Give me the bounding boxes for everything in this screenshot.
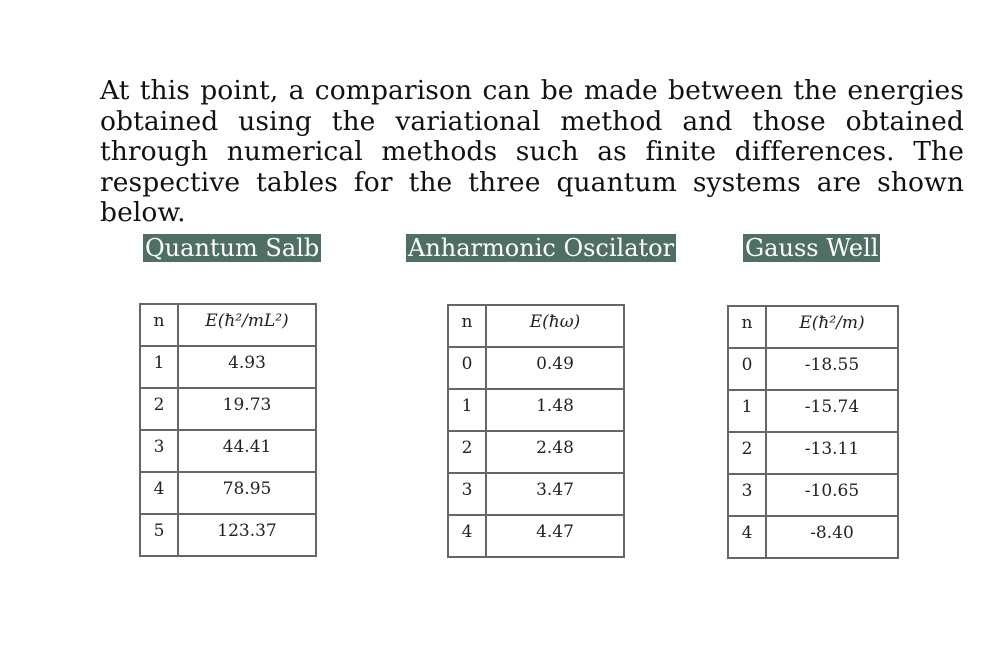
cell-energy: -13.11 bbox=[765, 431, 899, 475]
table-header-row: n E(ħω) bbox=[447, 304, 625, 348]
anharmonic-oscillator-title: Anharmonic Oscilator bbox=[406, 234, 677, 262]
table-row: 2 -13.11 bbox=[727, 431, 899, 475]
header-energy: E(ħ²/mL²) bbox=[177, 303, 317, 347]
cell-n: 2 bbox=[139, 387, 179, 431]
cell-energy: 0.49 bbox=[485, 346, 625, 390]
table-row: 1 4.93 bbox=[139, 345, 317, 389]
cell-n: 1 bbox=[139, 345, 179, 389]
header-energy: E(ħ²/m) bbox=[765, 305, 899, 349]
table-row: 5 123.37 bbox=[139, 513, 317, 557]
cell-energy: 19.73 bbox=[177, 387, 317, 431]
table-row: 2 19.73 bbox=[139, 387, 317, 431]
cell-n: 1 bbox=[727, 389, 767, 433]
cell-n: 5 bbox=[139, 513, 179, 557]
cell-energy: 4.47 bbox=[485, 514, 625, 558]
table-row: 0 -18.55 bbox=[727, 347, 899, 391]
cell-n: 2 bbox=[447, 430, 487, 474]
intro-paragraph: At this point, a comparison can be made … bbox=[100, 75, 964, 228]
gauss-well-table: n E(ħ²/m) 0 -18.55 1 -15.74 2 -13.11 3 -… bbox=[727, 305, 899, 559]
table-row: 3 -10.65 bbox=[727, 473, 899, 517]
cell-energy: -15.74 bbox=[765, 389, 899, 433]
gauss-well-title: Gauss Well bbox=[743, 234, 881, 262]
cell-energy: -10.65 bbox=[765, 473, 899, 517]
header-energy: E(ħω) bbox=[485, 304, 625, 348]
cell-n: 4 bbox=[447, 514, 487, 558]
cell-energy: 3.47 bbox=[485, 472, 625, 516]
table-row: 1 1.48 bbox=[447, 388, 625, 432]
cell-energy: 123.37 bbox=[177, 513, 317, 557]
cell-n: 3 bbox=[727, 473, 767, 517]
cell-energy: -18.55 bbox=[765, 347, 899, 391]
quantum-slab-table: n E(ħ²/mL²) 1 4.93 2 19.73 3 44.41 4 78.… bbox=[139, 303, 317, 557]
cell-energy: 44.41 bbox=[177, 429, 317, 473]
quantum-slab-title: Quantum Salb bbox=[143, 234, 322, 262]
table-header-row: n E(ħ²/mL²) bbox=[139, 303, 317, 347]
table-row: 4 78.95 bbox=[139, 471, 317, 515]
table-row: 0 0.49 bbox=[447, 346, 625, 390]
cell-energy: 1.48 bbox=[485, 388, 625, 432]
cell-n: 4 bbox=[139, 471, 179, 515]
cell-n: 2 bbox=[727, 431, 767, 475]
header-n: n bbox=[139, 303, 179, 347]
cell-n: 0 bbox=[727, 347, 767, 391]
table-row: 4 -8.40 bbox=[727, 515, 899, 559]
header-n: n bbox=[727, 305, 767, 349]
table-row: 2 2.48 bbox=[447, 430, 625, 474]
cell-energy: 78.95 bbox=[177, 471, 317, 515]
cell-energy: 2.48 bbox=[485, 430, 625, 474]
cell-n: 4 bbox=[727, 515, 767, 559]
cell-n: 3 bbox=[139, 429, 179, 473]
table-header-row: n E(ħ²/m) bbox=[727, 305, 899, 349]
table-row: 1 -15.74 bbox=[727, 389, 899, 433]
cell-n: 1 bbox=[447, 388, 487, 432]
table-row: 3 44.41 bbox=[139, 429, 317, 473]
header-n: n bbox=[447, 304, 487, 348]
cell-energy: -8.40 bbox=[765, 515, 899, 559]
table-row: 3 3.47 bbox=[447, 472, 625, 516]
cell-energy: 4.93 bbox=[177, 345, 317, 389]
anharmonic-oscillator-table: n E(ħω) 0 0.49 1 1.48 2 2.48 3 3.47 4 4.… bbox=[447, 304, 625, 558]
table-row: 4 4.47 bbox=[447, 514, 625, 558]
cell-n: 3 bbox=[447, 472, 487, 516]
cell-n: 0 bbox=[447, 346, 487, 390]
